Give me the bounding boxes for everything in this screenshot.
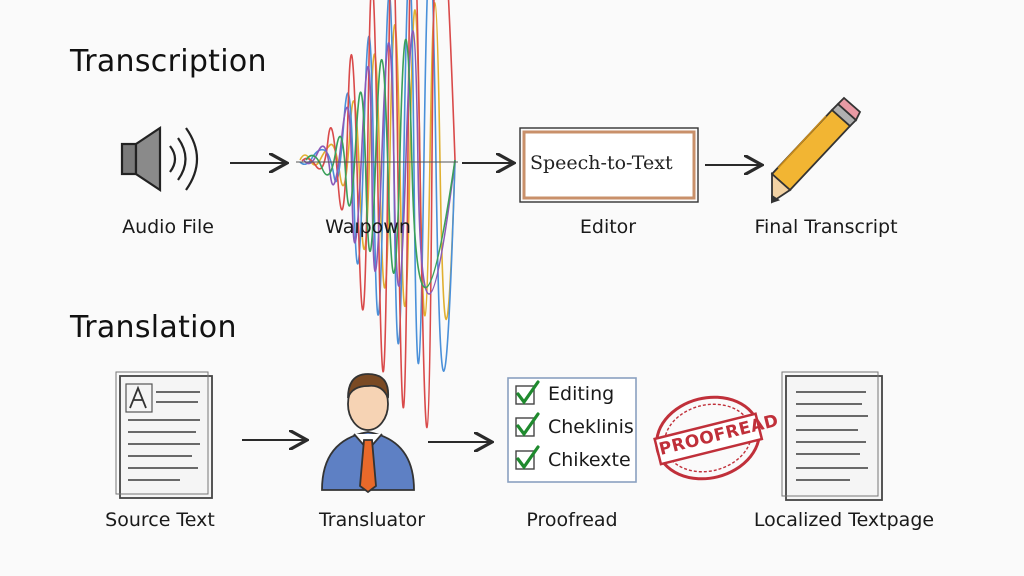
caption-localized-textpage: Localized Textpage [753, 509, 935, 531]
checklist-item-2: Cheklinis [548, 416, 634, 438]
speaker-icon [120, 125, 198, 193]
caption-source-text: Source Text [105, 509, 215, 531]
translator-person-icon [321, 373, 415, 494]
editor-box [519, 127, 699, 203]
check-mark-icon [516, 445, 540, 470]
translation-title: Translation [70, 310, 237, 345]
caption-audio-file: Audio File [122, 216, 214, 238]
check-mark-icon [516, 380, 540, 405]
checklist-item-3: Chikexte [548, 449, 631, 471]
proofread-stamp-icon [653, 395, 764, 481]
caption-editor: Editor [579, 216, 637, 238]
pencil-icon [770, 96, 862, 204]
caption-translator: Transluator [318, 509, 426, 531]
caption-final-transcript: Final Transcript [754, 216, 898, 238]
caption-waveform: Waıpown [325, 216, 411, 238]
source-document-icon [115, 371, 213, 499]
caption-proofread: Proofread [526, 509, 618, 531]
speech-to-text-label: Speech-to-Text [530, 152, 673, 174]
transcription-title: Transcription [70, 44, 267, 79]
check-mark-icon [516, 412, 540, 437]
checklist-box [507, 377, 637, 483]
waveform-icon [296, 0, 458, 429]
checklist-item-1: Editing [548, 383, 615, 405]
localized-document-icon [781, 371, 883, 501]
